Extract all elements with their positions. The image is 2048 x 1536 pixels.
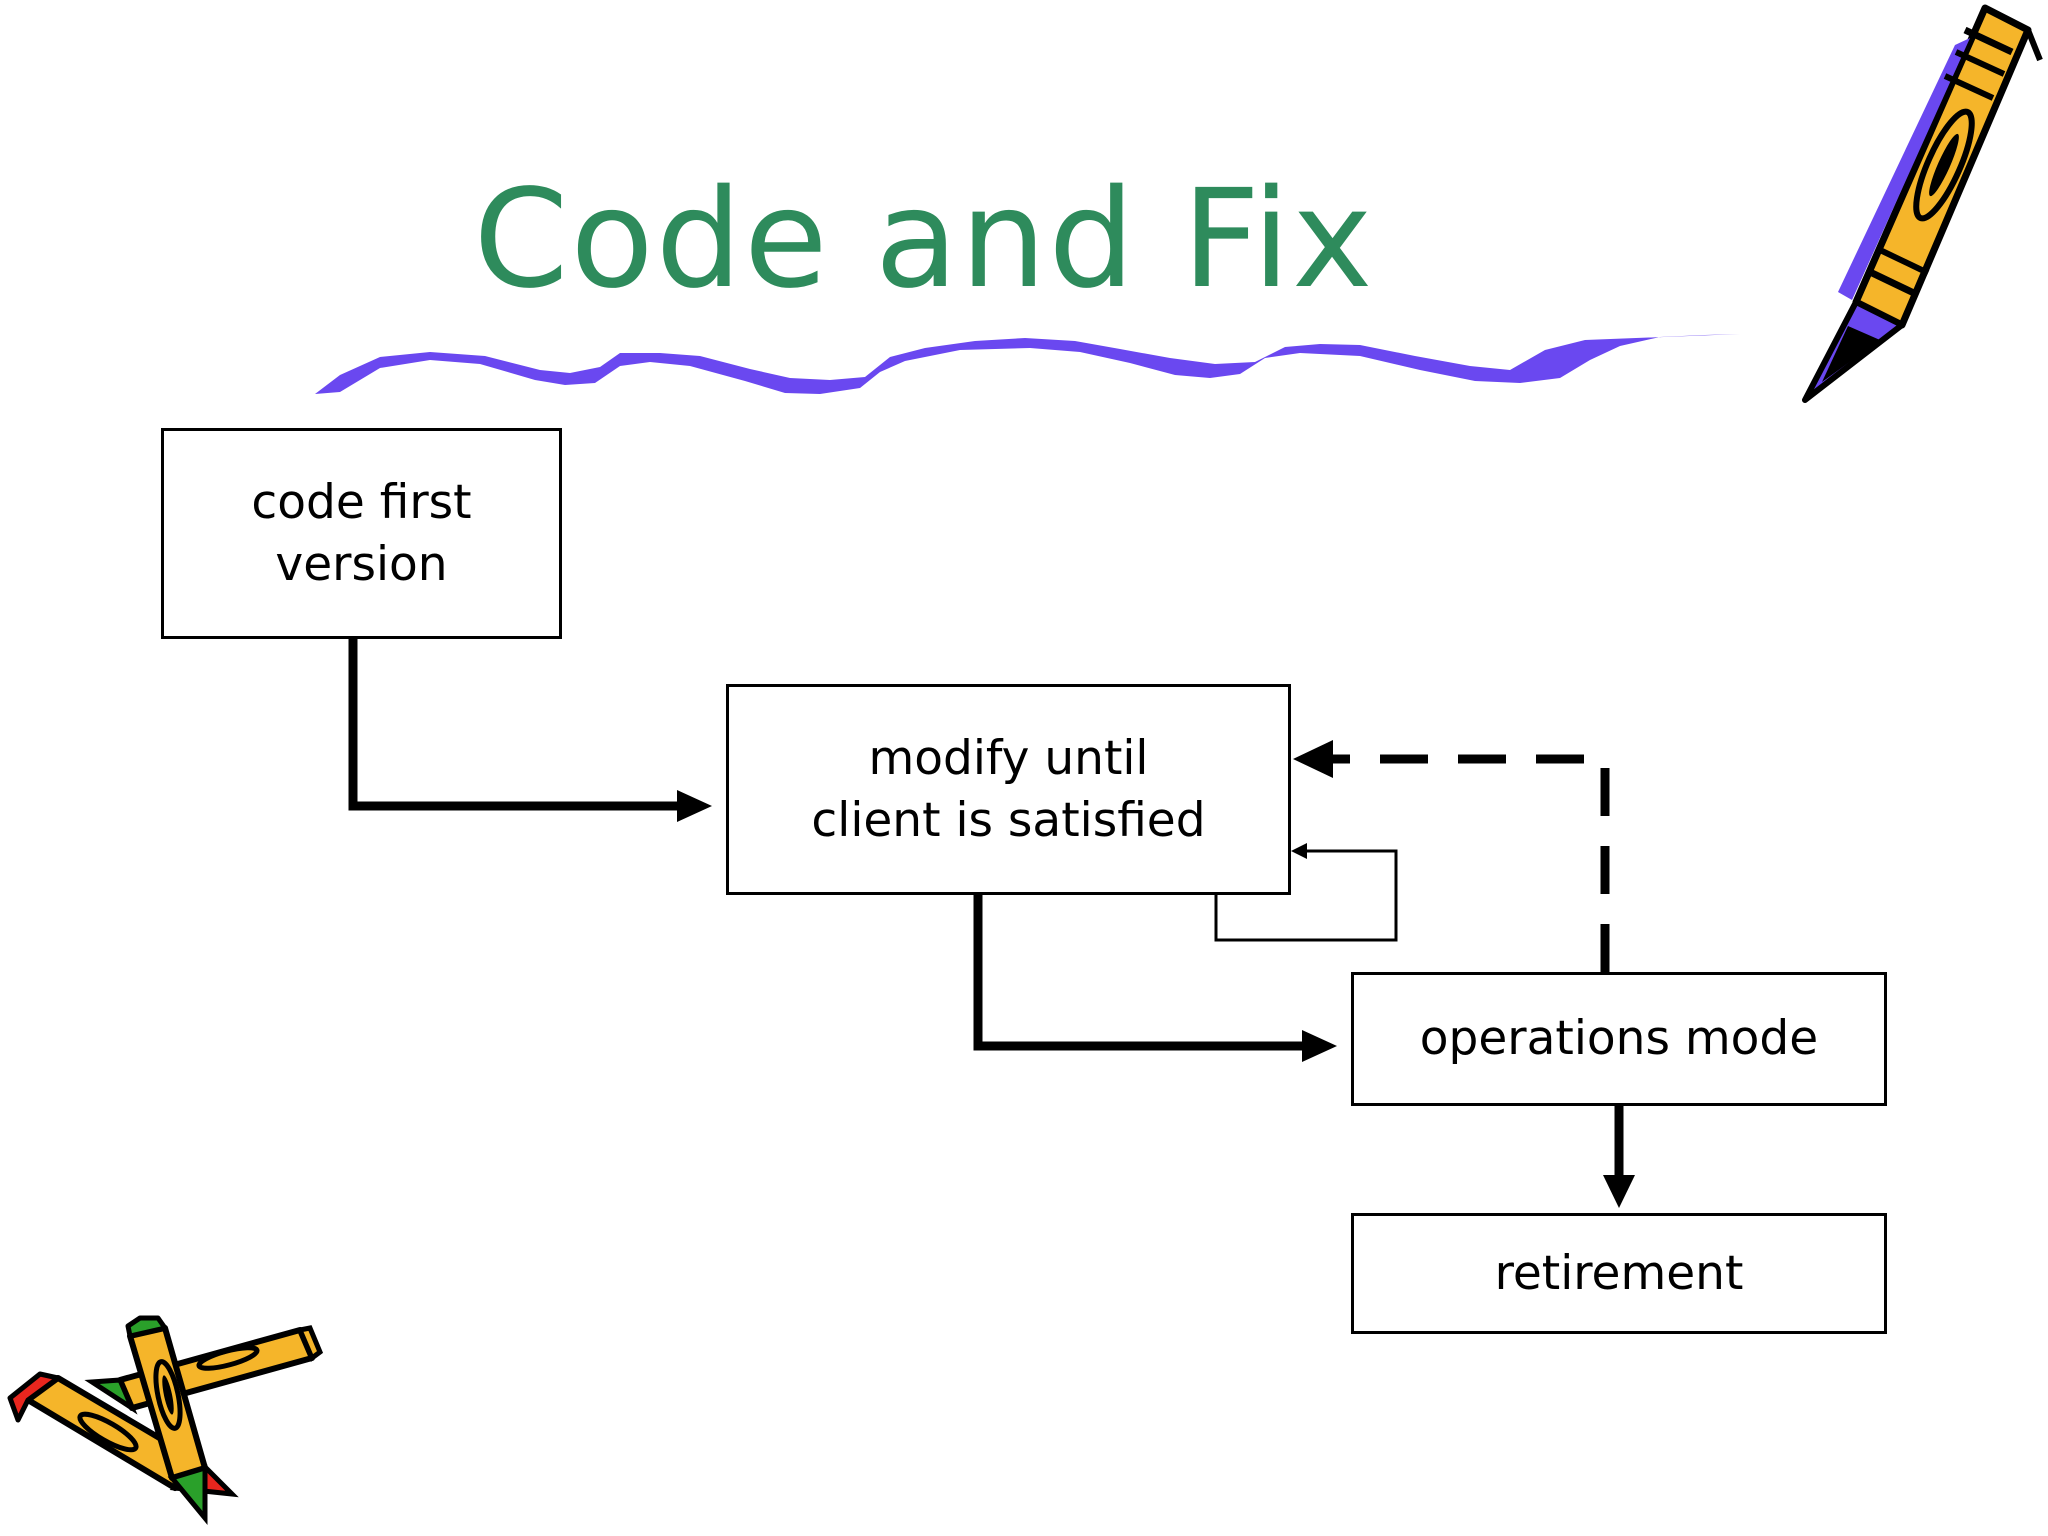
edge-operations-to-modify-dashed xyxy=(1293,740,1610,972)
slide-title: Code and Fix xyxy=(473,161,1375,319)
edge-modify-to-operations xyxy=(973,895,1337,1062)
edge-code-first-to-modify xyxy=(348,639,712,822)
node-modify-until-satisfied: modify until client is satisfied xyxy=(726,684,1291,895)
node-code-first-version: code first version xyxy=(161,428,562,639)
node-operations-mode: operations mode xyxy=(1351,972,1887,1106)
edge-modify-self-loop xyxy=(1214,843,1398,942)
node-retirement: retirement xyxy=(1351,1213,1887,1334)
edge-operations-to-retirement xyxy=(1603,1106,1635,1208)
